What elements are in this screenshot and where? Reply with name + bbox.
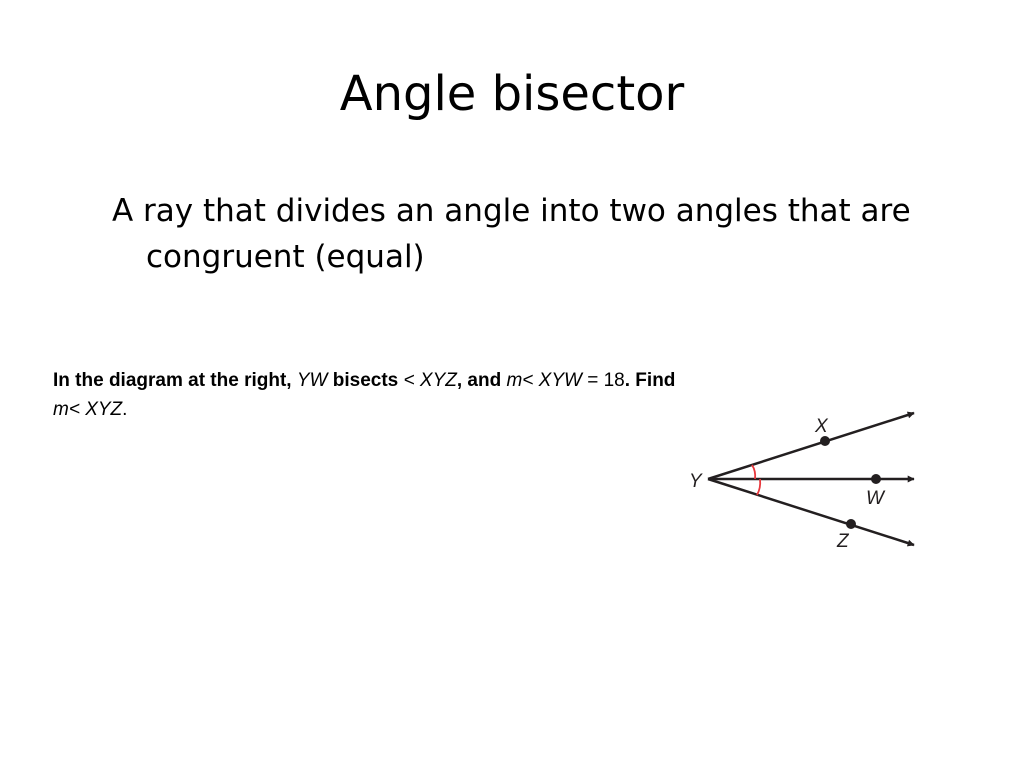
label-x: X	[814, 416, 829, 437]
angle-xyw: < XYW	[522, 370, 582, 391]
problem-bisects: bisects	[327, 370, 404, 391]
problem-and: , and	[456, 370, 507, 391]
problem-period: .	[122, 399, 128, 420]
angle-arc-lower	[756, 478, 762, 496]
find-prefix: m	[53, 399, 69, 420]
point-z	[846, 519, 856, 529]
label-z: Z	[836, 531, 850, 552]
point-w	[871, 474, 881, 484]
angle-xyz: < XYZ	[403, 370, 457, 391]
label-y: Y	[689, 471, 703, 492]
ray-yx	[707, 411, 915, 481]
label-w: W	[866, 488, 886, 509]
angle-arc-upper	[751, 464, 757, 480]
measure-prefix: m	[506, 370, 523, 391]
angle-bisector-diagram: X Y W Z	[689, 411, 915, 552]
problem-find: . Find	[624, 370, 676, 391]
ray-yz	[707, 477, 915, 547]
definition-text: A ray that divides an angle into two ang…	[112, 193, 911, 275]
problem-text: In the diagram at the right, YW bisects …	[53, 366, 933, 424]
point-x	[820, 436, 830, 446]
angle-xyz-find: < XYZ	[68, 399, 123, 420]
ray-name: YW	[296, 370, 328, 391]
slide-title: Angle bisector	[339, 66, 685, 122]
angle-value: = 18	[581, 370, 625, 391]
problem-intro: In the diagram at the right,	[53, 370, 297, 391]
